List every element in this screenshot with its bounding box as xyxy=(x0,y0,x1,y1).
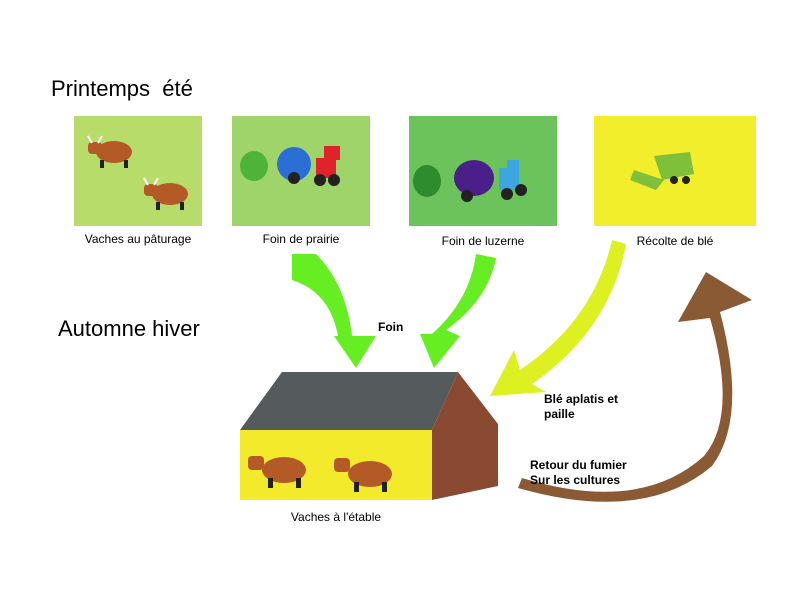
heading-autumn-winter: Automne hiver xyxy=(58,316,200,341)
wheat-flow-label-line2: paille xyxy=(544,407,575,421)
hay-flow-label: Foin xyxy=(378,320,404,334)
heading-spring-summer: Printemps été xyxy=(51,76,193,101)
wheat-arrow xyxy=(490,240,626,396)
manure-flow-label-line1: Retour du fumier xyxy=(530,458,627,472)
wheat-flow-label-line1: Blé aplatis et xyxy=(544,392,619,406)
wheat-flow-label: Blé aplatis et paille xyxy=(544,392,618,422)
panel-meadow-hay xyxy=(232,116,370,226)
hay-bale-icon xyxy=(240,151,268,181)
caption-meadow-hay: Foin de prairie xyxy=(262,232,340,246)
hay-arrow-alfalfa xyxy=(420,254,496,368)
manure-flow-label-line2: Sur les cultures xyxy=(530,473,621,487)
tractor-icon xyxy=(454,160,527,202)
caption-alfalfa-hay: Foin de luzerne xyxy=(441,234,525,248)
hay-bale-icon xyxy=(413,165,441,197)
manure-arrow xyxy=(518,272,752,502)
cow-icon xyxy=(143,177,188,210)
caption-barn: Vaches à l'étable xyxy=(290,510,382,524)
cow-icon xyxy=(248,456,306,488)
panel-wheat-harvest xyxy=(594,116,756,226)
cow-icon xyxy=(87,135,132,168)
panel-grazing-cows xyxy=(74,116,202,226)
combine-harvester-icon xyxy=(630,152,694,190)
manure-flow-label: Retour du fumier Sur les cultures xyxy=(530,458,627,488)
barn-illustration xyxy=(240,372,498,500)
tractor-icon xyxy=(277,146,340,186)
hay-arrow-meadow xyxy=(292,254,376,368)
cow-icon xyxy=(334,458,392,492)
caption-grazing-cows: Vaches au pâturage xyxy=(84,232,192,246)
caption-wheat-harvest: Récolte de blé xyxy=(636,234,714,248)
panel-alfalfa-hay xyxy=(409,116,557,226)
